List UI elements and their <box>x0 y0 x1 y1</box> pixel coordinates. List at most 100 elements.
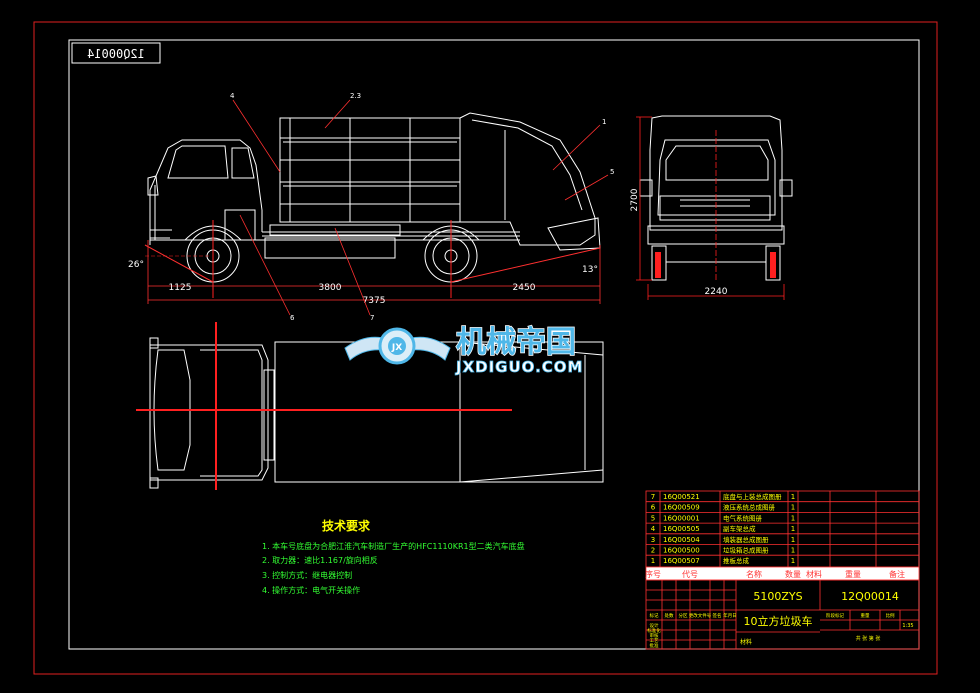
approach-angle-line <box>144 244 214 283</box>
part-name: 副车架总成 <box>723 524 756 533</box>
outer-frame <box>33 21 938 675</box>
dim-overall-length: 7375 <box>363 296 386 306</box>
refuse-body <box>279 117 461 223</box>
approach-angle-label: 26° <box>128 260 144 270</box>
title-model: 5100ZYS <box>753 590 802 603</box>
title-row-label: 分区 <box>679 612 688 619</box>
front-right-tire <box>765 245 781 281</box>
dim-front-width: 2240 <box>705 287 728 297</box>
part-code: 16Q00507 <box>663 557 700 565</box>
parts-row: 2 16Q00500 垃圾箱总成图册 1 <box>646 544 919 555</box>
part-qty: 1 <box>791 514 795 522</box>
dim-rear-overhang: 2450 <box>513 283 536 293</box>
title-stage-label: 阶段标记 <box>826 612 844 619</box>
part-qty: 1 <box>791 557 795 565</box>
note-item-1: 1. 本车号底盘为合肥江淮汽车制造厂生产的HFC1110KR1型二类汽车底盘 <box>262 541 525 551</box>
title-sheet: 共 张 第 张 <box>856 635 881 642</box>
front-view <box>639 115 793 281</box>
part-no: 6 <box>651 504 656 512</box>
dim-front-height: 2700 <box>630 188 640 211</box>
note-item-4: 4. 操作方式：电气开关操作 <box>262 585 360 595</box>
parts-header-cell: 名称 <box>746 569 762 579</box>
front-left-tire <box>651 245 667 281</box>
watermark-title: 机械帝国 <box>456 325 576 360</box>
leaders <box>232 99 609 316</box>
front-view-markings <box>636 116 785 300</box>
part-no: 3 <box>651 536 655 544</box>
parts-header-cell: 材料 <box>806 569 822 579</box>
title-material-label: 材料 <box>740 638 752 646</box>
title-role-label: 标准化 <box>647 627 661 634</box>
parts-header-cell: 序号 <box>645 569 661 579</box>
part-no: 5 <box>651 514 655 522</box>
parts-header-cell: 代号 <box>682 569 698 579</box>
part-qty: 1 <box>791 493 795 501</box>
part-qty: 1 <box>791 504 795 512</box>
balloon-1: 1 <box>602 118 606 126</box>
title-product-name: 10立方垃圾车 <box>744 614 813 628</box>
title-row-label: 更改文件号 <box>689 612 712 619</box>
inner-frame <box>68 39 920 650</box>
parts-header-cell: 备注 <box>889 569 905 579</box>
part-code: 16Q00001 <box>663 514 700 522</box>
title-stage-label: 重量 <box>861 612 870 619</box>
title-row-label: 处数 <box>665 612 674 619</box>
balloon-4: 4 <box>230 92 235 100</box>
note-item-3: 3. 控制方式：继电器控制 <box>262 570 352 580</box>
part-name: 填装器总成图册 <box>723 535 769 544</box>
part-no: 7 <box>651 493 655 501</box>
side-view-dimensions <box>147 240 601 304</box>
parts-row: 5 16Q00001 电气系统图册 1 <box>646 512 919 522</box>
balloon-2-3: 2.3 <box>350 92 361 100</box>
balloon-7: 7 <box>370 314 374 322</box>
part-code: 16Q00505 <box>663 525 700 533</box>
front-body-outline <box>649 115 783 231</box>
part-no: 2 <box>651 547 655 555</box>
part-code: 16Q00500 <box>663 547 700 555</box>
cab-roof <box>153 349 191 471</box>
part-qty: 1 <box>791 536 795 544</box>
part-no: 1 <box>651 557 655 565</box>
part-qty: 1 <box>791 547 795 555</box>
notes-title: 技术要求 <box>322 518 371 533</box>
part-name: 液压系统总成图册 <box>723 503 776 512</box>
departure-angle-label: 13° <box>582 265 598 275</box>
title-stage-label: 比例 <box>886 612 895 619</box>
part-name: 底盘与上装总成图册 <box>723 492 782 501</box>
emblem-text: JX <box>391 343 402 353</box>
tailgate <box>459 112 596 246</box>
mirrored-code-text: 12Q00014 <box>87 47 145 61</box>
part-name: 电气系统图册 <box>723 513 763 522</box>
part-no: 4 <box>651 525 656 533</box>
departure-angle-line <box>450 247 601 283</box>
windshield <box>665 145 769 181</box>
title-block: 5100ZYS 12Q00014 10立方垃圾车 材料 标记处数分区更改文件号签… <box>645 579 920 650</box>
technical-notes: 技术要求 1. 本车号底盘为合肥江淮汽车制造厂生产的HFC1110KR1型二类汽… <box>262 518 525 595</box>
parts-row: 6 16Q00509 液压系统总成图册 1 <box>646 501 919 512</box>
dim-front-overhang: 1125 <box>169 283 192 293</box>
dim-wheelbase: 3800 <box>319 283 342 293</box>
part-name: 推板总成 <box>723 556 750 565</box>
parts-header-cell: 重量 <box>845 569 861 579</box>
title-role-label: 工艺 <box>650 638 659 644</box>
cab-window <box>167 145 229 179</box>
title-role-label: 批准 <box>650 642 659 649</box>
part-name: 垃圾箱总成图册 <box>723 546 769 555</box>
watermark-logo: JX 机械帝国 JXDIGUO.COM <box>344 324 583 376</box>
title-drawing-no: 12Q00014 <box>841 590 899 603</box>
parts-row: 1 16Q00507 推板总成 1 <box>646 554 919 565</box>
title-row-label: 年月日 <box>723 612 737 619</box>
balloon-5: 5 <box>610 168 614 176</box>
parts-header-cell: 数量 <box>785 569 801 579</box>
watermark-subtitle: JXDIGUO.COM <box>455 358 583 376</box>
cab-front <box>657 139 776 216</box>
title-role-label: 审核 <box>650 632 659 639</box>
cab-rear-window <box>231 147 255 179</box>
mirrored-code-box: 12Q00014 <box>71 42 161 64</box>
part-code: 16Q00509 <box>663 504 700 512</box>
mirror <box>147 175 159 196</box>
